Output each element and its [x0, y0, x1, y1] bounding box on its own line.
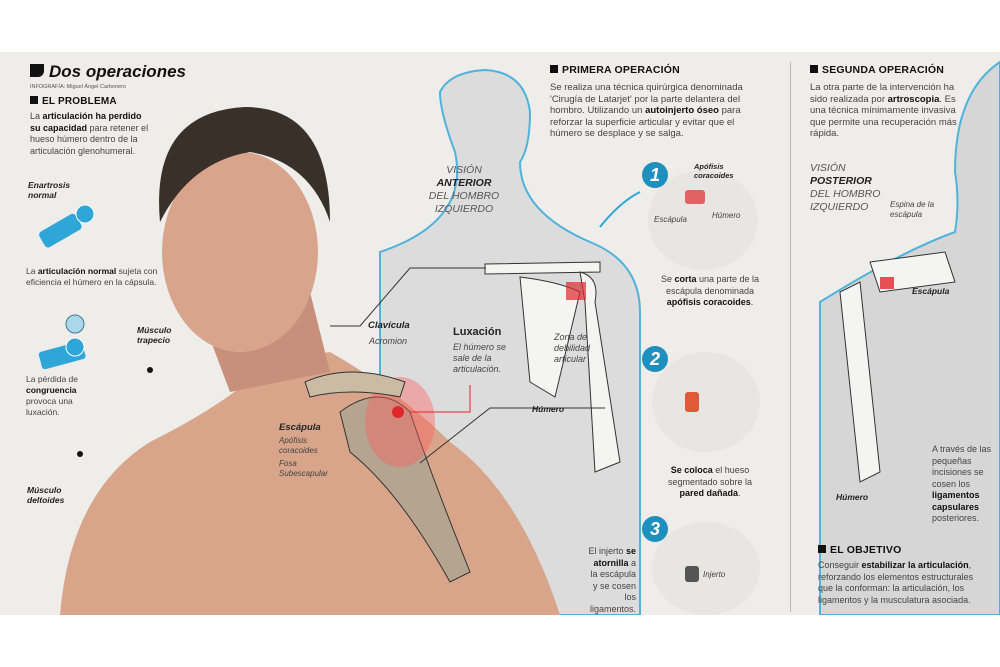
step1-humero-label: Húmero: [712, 211, 741, 220]
step2-text: Se coloca el hueso segmentado sobre la p…: [667, 465, 753, 498]
step3-injerto-label: Injerto: [703, 570, 726, 579]
posterior-humero-label: Húmero: [836, 492, 869, 502]
problema-heading: EL PROBLEMA: [30, 96, 117, 107]
step3-badge: 3: [642, 516, 668, 542]
segunda-heading: SEGUNDA OPERACIÓN: [810, 64, 944, 76]
column-divider: [790, 62, 791, 612]
luxacion-title: Luxación: [453, 326, 502, 338]
posterior-escapula-label: Escápula: [912, 286, 950, 296]
illustrations: [38, 60, 1000, 615]
normal-text: La articulación normal sujeta con eficie…: [26, 266, 158, 287]
humerus-bone: [339, 396, 471, 583]
step3-text: El injerto se atornilla a la escápula y …: [588, 546, 636, 614]
step1-coracoid-mark: [685, 190, 705, 204]
title-marker-icon: [30, 64, 44, 77]
step1-apofisis-label: Apófisis coracoides: [694, 162, 734, 180]
espina-label: Espina de la escápula: [890, 200, 935, 219]
zona-label: Zona de debilidad articular: [554, 332, 591, 364]
objetivo-heading: EL OBJETIVO: [818, 544, 901, 556]
step1-diagram: [648, 170, 758, 270]
page-title: Dos operaciones: [30, 62, 186, 82]
primera-heading: PRIMERA OPERACIÓN: [550, 64, 680, 76]
deltoides-label: Músculo deltoides: [27, 485, 65, 505]
acromion-label: Acromion: [369, 336, 408, 346]
step3-graft-mark: [685, 566, 699, 582]
escapula-label: Escápula: [279, 422, 321, 433]
title-text: Dos operaciones: [49, 62, 186, 81]
apofisis-label: Apófisis coracoides: [279, 436, 318, 455]
credit: INFOGRAFÍA: Miguel Ángel Carbonero: [30, 84, 126, 90]
humero-label: Húmero: [532, 404, 565, 414]
luxation-zone: [365, 377, 435, 467]
fosa-label: Fosa Subescapular: [279, 459, 328, 478]
step2-badge: 2: [642, 346, 668, 372]
step3-diagram: [652, 522, 760, 615]
man-hair: [159, 107, 330, 222]
clavicula-label: Clavícula: [368, 320, 410, 331]
infographic: Dos operaciones INFOGRAFÍA: Miguel Ángel…: [0, 52, 1000, 615]
trapecio-label: Músculo trapecio: [137, 325, 172, 345]
step1-text: Se corta una parte de la escápula denomi…: [660, 274, 760, 307]
primera-text: Se realiza una técnica quirúrgica denomi…: [550, 82, 743, 139]
objetivo-text: Conseguir estabilizar la articulación, r…: [818, 560, 974, 605]
step2-graft-mark: [685, 392, 699, 412]
enartrosis-label: Enartrosis normal: [28, 180, 71, 200]
step1-escapula-label: Escápula: [654, 215, 687, 224]
man-head: [162, 152, 318, 352]
step1-badge: 1: [642, 162, 668, 188]
step2-diagram: [652, 352, 760, 452]
luxacion-text: El húmero se sale de la articulación.: [453, 342, 507, 374]
segunda-note: A través de las pequeñas incisiones se c…: [932, 444, 992, 523]
segunda-text: La otra parte de la intervención ha sido…: [810, 82, 957, 139]
problema-text: La articulación ha perdido su capacidad …: [30, 111, 149, 156]
perdida-text: La pérdida de provoca una luxación.congr…: [26, 374, 78, 417]
